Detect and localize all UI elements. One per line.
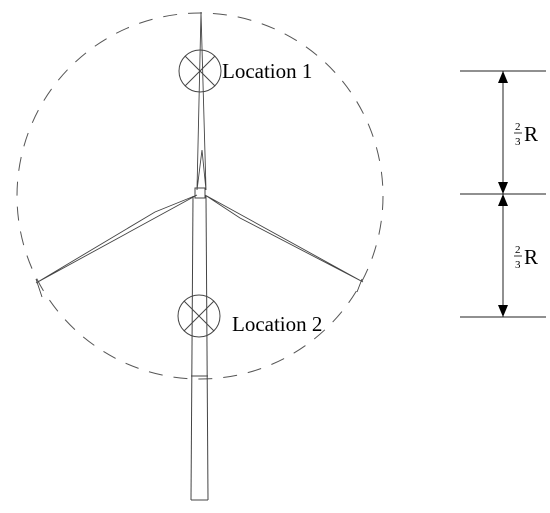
rotor-swept-area-circle <box>16 12 384 380</box>
location-1-marker <box>178 49 222 93</box>
blade-left <box>35 194 198 298</box>
arrowhead-top <box>498 71 508 83</box>
arrowhead-bottom <box>498 305 508 317</box>
dim1-numerator: 2 <box>515 121 521 133</box>
dimension-arrowheads <box>498 71 508 317</box>
dim1-denominator: 3 <box>515 136 521 148</box>
location-2-marker <box>177 294 221 338</box>
dim1-symbol: R <box>524 122 538 146</box>
dimension-label-lower: 2 3 R <box>514 244 538 271</box>
dim2-numerator: 2 <box>515 244 521 256</box>
dim2-denominator: 3 <box>515 259 521 271</box>
dimension-label-upper: 2 3 R <box>514 121 538 148</box>
arrowhead-mid-down <box>498 182 508 194</box>
blade-right <box>204 194 364 293</box>
tower <box>190 195 209 501</box>
location-2-label: Location 2 <box>232 312 322 336</box>
hub <box>194 187 206 199</box>
location-1-label: Location 1 <box>222 59 312 83</box>
blade-up <box>196 11 207 191</box>
arrowhead-mid-up <box>498 194 508 206</box>
dim2-symbol: R <box>524 245 538 269</box>
